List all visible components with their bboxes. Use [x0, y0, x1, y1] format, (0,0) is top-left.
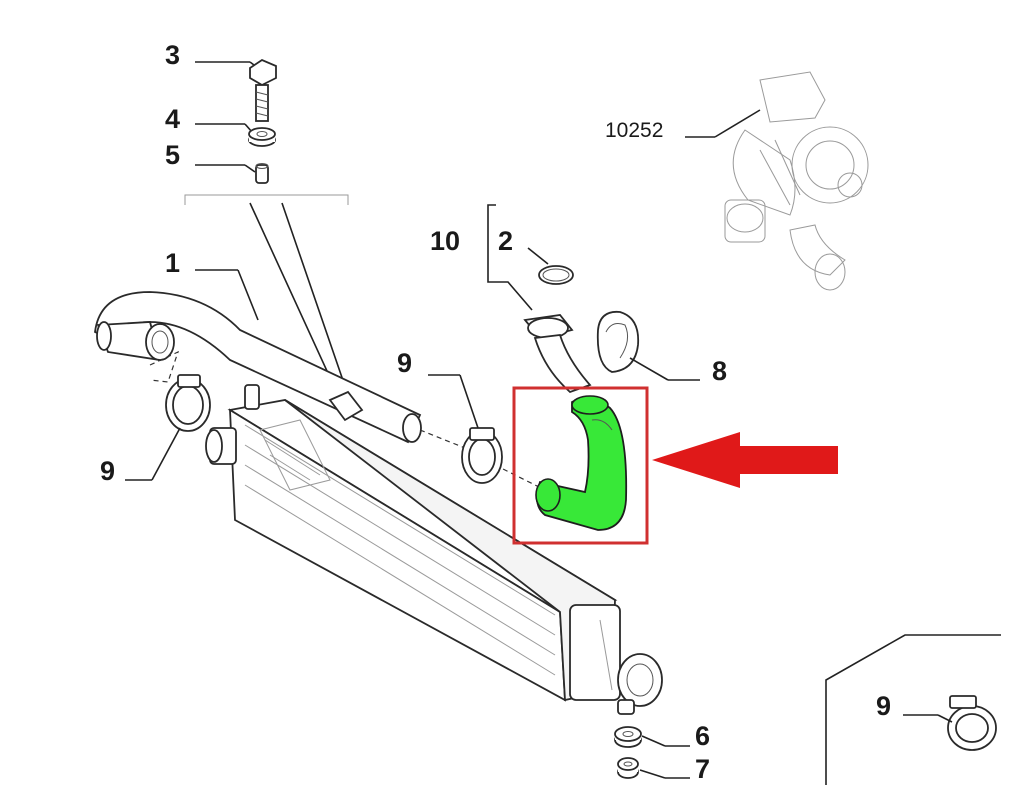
callout-4: 4: [165, 104, 180, 134]
callout-7: 7: [695, 754, 710, 784]
highlighted-hose-part: [535, 395, 628, 531]
hose-upper-part: [523, 314, 592, 394]
bushing-part: [255, 163, 269, 184]
bolt-group-bracket: [184, 194, 349, 205]
callout-1: 1: [165, 248, 180, 278]
callout-3: 3: [165, 40, 180, 70]
hose-clamp-inset-part: [947, 695, 997, 751]
callout-6: 6: [695, 721, 710, 751]
intercooler-part: [205, 384, 663, 715]
callout-9-left: 9: [100, 456, 115, 486]
highlight-frame: [512, 386, 649, 545]
washer-6-part: [614, 726, 642, 748]
hose-clamp-part: [461, 427, 503, 484]
callout-8: 8: [712, 356, 727, 386]
callout-9-inset: 9: [876, 691, 891, 721]
pointer-arrow: [652, 432, 838, 488]
leader-line: [714, 109, 761, 138]
pipe-part: [94, 291, 422, 444]
washer-part: [248, 127, 276, 147]
callout-9-middle: 9: [397, 348, 412, 378]
seal-part: [596, 310, 640, 373]
o-ring-part: [538, 265, 574, 285]
callout-2: 2: [498, 226, 513, 256]
callout-5: 5: [165, 140, 180, 170]
bolt-part: [249, 58, 277, 122]
turbocharger-part: [724, 71, 869, 291]
hose-clamp-part: [165, 374, 211, 432]
callout-10252: 10252: [605, 119, 663, 142]
nut-7-part: [617, 757, 639, 779]
callout-10: 10: [430, 226, 460, 256]
inset-frame: [825, 634, 1001, 785]
